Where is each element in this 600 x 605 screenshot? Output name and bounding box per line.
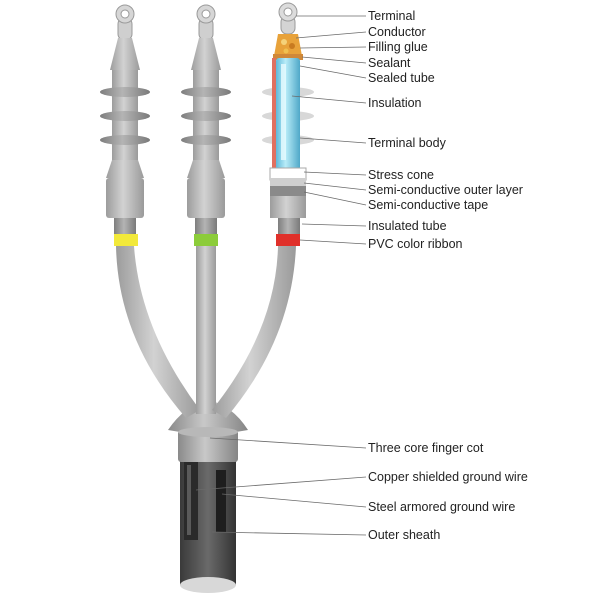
terminal-body-right-cutaway: [262, 2, 314, 234]
label-insulated-tube: Insulated tube: [368, 219, 447, 233]
label-terminal-body: Terminal body: [368, 136, 446, 150]
ribbon-right: [276, 234, 300, 246]
leader-lines: [195, 15, 367, 536]
label-insulation: Insulation: [368, 96, 422, 110]
label-sealed-tube: Sealed tube: [368, 71, 435, 85]
label-filling-glue: Filling glue: [368, 40, 428, 54]
label-sealant: Sealant: [368, 56, 411, 70]
terminal-body-middle: [181, 4, 231, 234]
label-three-core-finger-cot: Three core finger cot: [368, 441, 484, 455]
outer-sheath-shape: [180, 455, 236, 593]
label-stress-cone: Stress cone: [368, 168, 435, 182]
label-conductor: Conductor: [368, 25, 426, 39]
label-copper-shielded-ground-wire: Copper shielded ground wire: [368, 470, 528, 484]
label-outer-sheath: Outer sheath: [368, 528, 441, 542]
ribbon-middle: [194, 234, 218, 246]
branch-cables: [116, 246, 296, 418]
label-pvc-color-ribbon: PVC color ribbon: [368, 237, 463, 251]
label-semi-conductive-tape: Semi-conductive tape: [368, 198, 489, 212]
label-semi-conductive-outer-layer: Semi-conductive outer layer: [368, 183, 523, 197]
label-steel-armored-ground-wire: Steel armored ground wire: [368, 500, 516, 514]
terminal-body-left: [100, 4, 150, 234]
label-terminal: Terminal: [368, 9, 416, 23]
ribbon-left: [114, 234, 138, 246]
